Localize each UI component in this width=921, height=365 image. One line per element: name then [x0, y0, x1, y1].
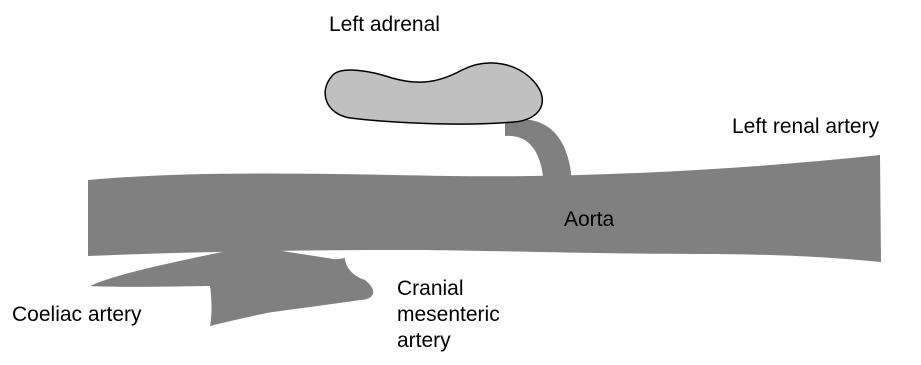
aorta-label: Aorta [564, 207, 614, 233]
left-renal-artery-label: Left renal artery [732, 114, 879, 140]
cranial-mesenteric-label-line-1: Cranial [397, 276, 527, 302]
cranial-mesenteric-label-line-2: mesenteric [397, 302, 527, 328]
left-adrenal-label: Left adrenal [329, 12, 440, 38]
cranial-mesenteric-artery-label: Cranial mesenteric artery [397, 276, 527, 354]
aorta-vessel [88, 155, 881, 262]
left-adrenal-gland [325, 63, 542, 124]
coeliac-artery-label: Coeliac artery [12, 302, 142, 328]
cranial-mesenteric-label-line-3: artery [397, 328, 527, 354]
